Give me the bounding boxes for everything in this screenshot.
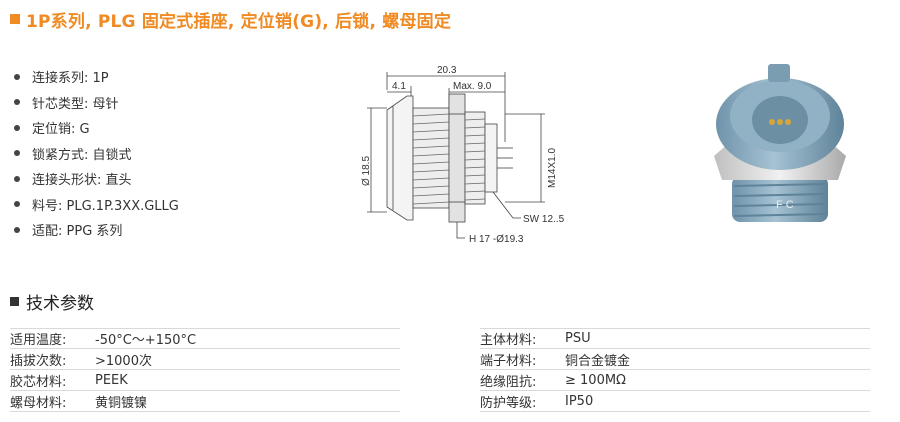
spec-label: 主体材料: [480,333,537,348]
bullet-icon [14,99,20,106]
spec-row: 主体材料: PSU [480,328,870,349]
dim-diameter: Ø 18.5 [361,156,372,186]
dim-wrench: SW 12..5 [523,214,565,225]
rear-thread [732,176,828,222]
feature-item: 连接系列: 1P [14,64,179,90]
dim-hex: H 17 -Ø19.3 [469,234,524,245]
spec-label: 绝缘阻抗: [480,374,537,390]
spec-value: ≥ 100MΩ [565,372,626,388]
page-title: 1P系列, PLG 固定式插座, 定位销(G), 后锁, 螺母固定 [10,6,451,32]
section-heading-text: 技术参数 [26,294,94,314]
spec-row: 螺母材料: 黄铜镀镍 [10,391,400,412]
section-heading: 技术参数 [10,289,94,314]
feature-item: 连接头形状: 直头 [14,166,179,192]
title-square-icon [10,14,20,24]
title-text: 1P系列, PLG 固定式插座, 定位销(G), 后锁, 螺母固定 [26,11,452,32]
feature-text: 适配: PPG 系列 [32,224,123,240]
feature-text: 针芯类型: 母针 [32,96,119,112]
spec-label: 适用温度: [10,333,67,348]
dim-max: Max. 9.0 [453,81,492,92]
spec-label: 防护等级: [480,395,537,411]
dim-total: 20.3 [437,65,457,76]
bullet-icon [14,175,20,182]
feature-text: 连接头形状: 直头 [32,173,132,189]
bullet-icon [14,201,20,208]
spec-value: IP50 [565,393,594,409]
feature-text: 料号: PLG.1P.3XX.GLLG [32,198,179,214]
spec-row: 防护等级: IP50 [480,391,870,412]
spec-label: 端子材料: [480,353,537,369]
feature-item: 适配: PPG 系列 [14,217,179,243]
spec-value: -50°C～+150°C [95,333,197,348]
spec-row: 插拔次数: >1000次 [10,349,400,370]
spec-row: 端子材料: 铜合金镀金 [480,349,870,370]
dim-front: 4.1 [392,81,406,92]
spec-value: PEEK [95,372,128,388]
bullet-icon [14,226,20,233]
spec-row: 胶芯材料: PEEK [10,370,400,391]
technical-drawing: 20.3 4.1 Max. 9.0 Ø 18.5 M14X1.0 SW 12..… [361,65,565,245]
product-photo: F C [714,64,846,222]
bullet-icon [14,124,20,131]
feature-item: 料号: PLG.1P.3XX.GLLG [14,192,179,218]
spec-row: 绝缘阻抗: ≥ 100MΩ [480,370,870,391]
spec-label: 胶芯材料: [10,374,67,390]
spec-value: >1000次 [95,353,152,369]
spec-value: 铜合金镀金 [565,353,631,369]
feature-item: 针芯类型: 母针 [14,90,179,116]
photo-marking: F C [776,199,794,211]
bullet-icon [14,150,20,157]
bullet-icon [14,73,20,80]
section-square-icon [10,297,19,306]
feature-list: 连接系列: 1P 针芯类型: 母针 定位销: G 锁紧方式: 自锁式 连接头形状… [14,64,179,243]
spec-value: PSU [565,331,591,346]
feature-text: 锁紧方式: 自锁式 [32,147,132,163]
feature-text: 定位销: G [32,122,90,138]
feature-text: 连接系列: 1P [32,71,109,87]
feature-item: 定位销: G [14,115,179,141]
dim-thread: M14X1.0 [547,148,558,188]
spec-value: 黄铜镀镍 [95,395,148,411]
spec-table-left: 适用温度:-50°C～+150°C 插拔次数:>1000次 胶芯材料:PEEK … [10,328,400,412]
feature-item: 锁紧方式: 自锁式 [14,141,179,167]
spec-label: 螺母材料: [10,395,67,411]
spec-table-right: 主体材料: PSU 端子材料: 铜合金镀金 绝缘阻抗: ≥ 100MΩ 防护等级: IP… [480,328,870,412]
spec-label: 插拔次数: [10,353,67,369]
spec-row: 适用温度: -50°C～+150°C [10,328,400,349]
